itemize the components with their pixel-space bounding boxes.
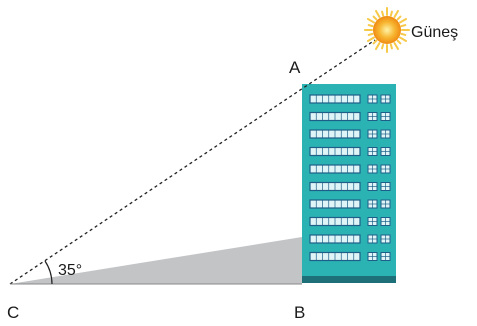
building-icon <box>302 84 396 283</box>
building-shadow <box>10 237 302 284</box>
building-windows <box>309 94 391 262</box>
angle-arc <box>44 260 53 285</box>
sun-label: Güneş <box>411 24 458 41</box>
point-a-label: A <box>289 58 301 77</box>
sun-icon <box>364 7 410 53</box>
sun-ray-line <box>9 39 376 285</box>
point-c-label: C <box>7 303 19 322</box>
point-b-label: B <box>294 303 305 322</box>
angle-label: 35° <box>58 262 82 279</box>
